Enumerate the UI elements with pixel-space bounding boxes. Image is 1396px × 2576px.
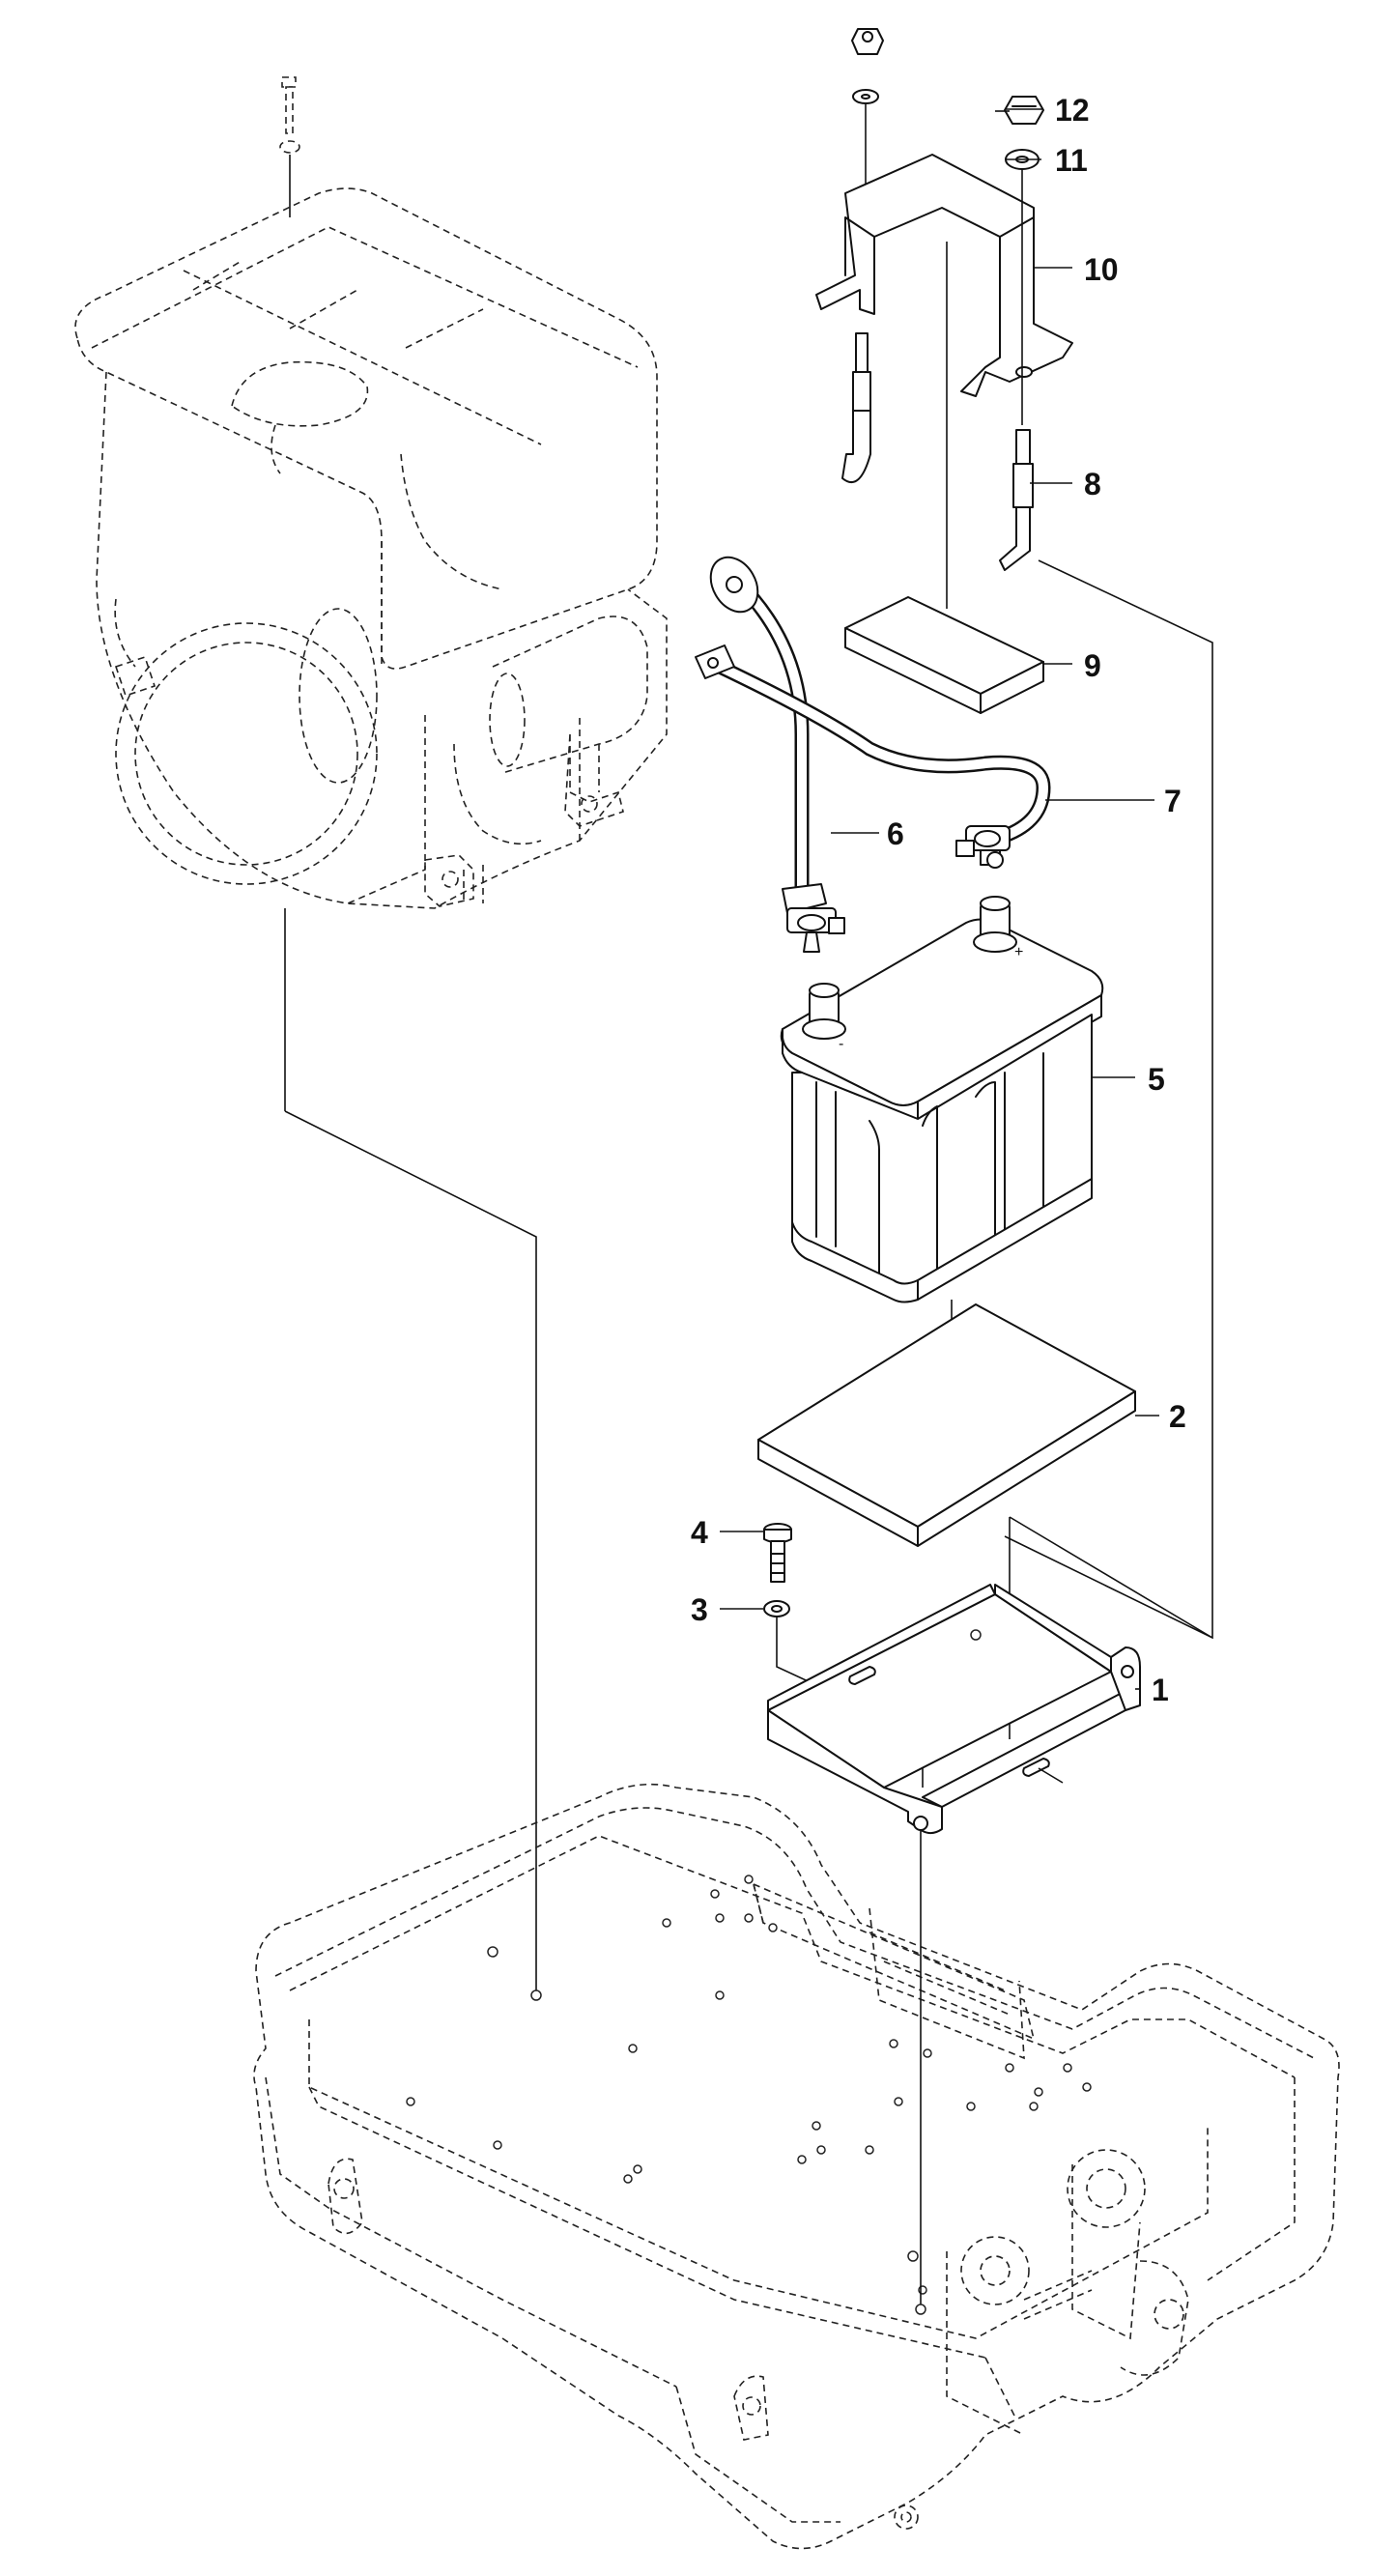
cable-7 — [695, 644, 1051, 844]
callout-9: 9 — [1084, 648, 1101, 683]
callout-3: 3 — [691, 1592, 708, 1627]
clamp-bracket — [815, 154, 1073, 397]
callout-2: 2 — [1169, 1399, 1186, 1434]
pad-2 — [757, 1303, 1136, 1547]
callout-labels: 12 11 10 8 9 7 6 5 2 4 3 1 — [691, 93, 1186, 1707]
cable-6 — [709, 556, 810, 902]
battery-negative-mark: - — [839, 1036, 843, 1052]
callout-12: 12 — [1055, 93, 1090, 128]
washer-3 — [763, 1600, 790, 1617]
cable-terminal-left — [841, 332, 871, 484]
callout-leaders — [720, 108, 1159, 1690]
battery-positive-mark: + — [1014, 944, 1023, 960]
callout-5: 5 — [1148, 1062, 1165, 1097]
callout-6: 6 — [887, 816, 904, 851]
nut-12 — [1004, 96, 1044, 125]
battery-clamp-positive — [955, 825, 1011, 869]
callout-1: 1 — [1152, 1673, 1169, 1707]
battery-tray-1 — [767, 1584, 1141, 1835]
top-left-nut — [851, 28, 884, 104]
pad-9 — [844, 596, 1044, 714]
callout-8: 8 — [1084, 467, 1101, 501]
callout-11: 11 — [1055, 143, 1088, 178]
callout-7: 7 — [1164, 784, 1182, 818]
engine-phantom — [74, 76, 668, 1995]
callout-4: 4 — [691, 1515, 708, 1550]
cable-terminal-8 — [999, 429, 1034, 571]
battery-5: - + — [780, 896, 1104, 1303]
battery-clamp-negative — [782, 883, 845, 953]
callout-10: 10 — [1084, 252, 1119, 287]
chassis-phantom — [253, 1783, 1340, 2550]
bolt-4 — [763, 1523, 792, 1583]
engine-top-bolt — [279, 76, 300, 154]
chassis-holes — [406, 1875, 1092, 2295]
